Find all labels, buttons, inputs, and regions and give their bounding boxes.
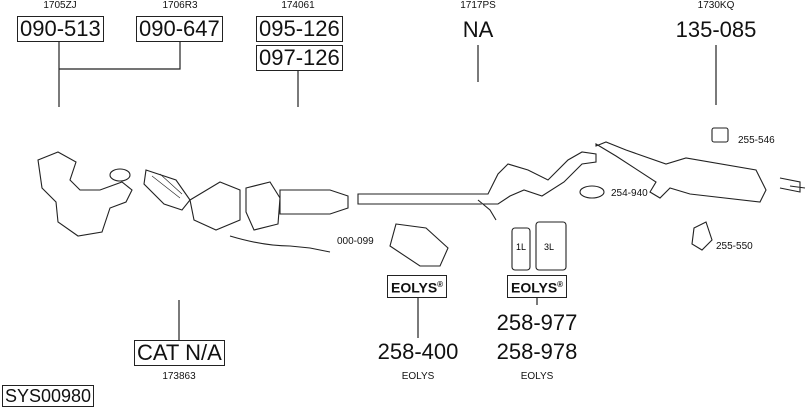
bottle-3l-label: 3L [544, 242, 554, 252]
group-code: 173863 [162, 371, 196, 382]
registered-mark: ® [437, 280, 444, 289]
eolys-brand-box: EOLYS® [507, 275, 568, 298]
part-number[interactable]: 135-085 [675, 17, 757, 42]
group-code: 1705ZJ [43, 0, 77, 11]
brand-text: EOLYS [511, 279, 558, 296]
registered-mark: ® [557, 280, 564, 289]
part-number[interactable]: 258-400 [377, 339, 459, 364]
caption: EOLYS [520, 371, 554, 382]
part-number-box[interactable]: 090-647 [136, 16, 223, 42]
part-number[interactable]: 258-978 [496, 339, 578, 364]
group-code: 174061 [281, 0, 315, 11]
bottle-1l-label: 1L [516, 242, 526, 252]
side-part-label[interactable]: 255-546 [738, 135, 775, 146]
system-id-box: SYS00980 [2, 385, 95, 407]
eolys-brand-box: EOLYS® [387, 275, 448, 298]
cat-na-box: CAT N/A [134, 340, 225, 366]
group-code: 1717PS [460, 0, 496, 11]
side-part-label[interactable]: 000-099 [337, 236, 374, 247]
side-part-label[interactable]: 255-550 [716, 241, 753, 252]
group-code: 1706R3 [162, 0, 198, 11]
caption: EOLYS [401, 371, 435, 382]
part-number-na: NA [462, 17, 494, 42]
side-part-label[interactable]: 254-940 [611, 188, 648, 199]
brand-text: EOLYS [391, 279, 438, 296]
group-code: 1730KQ [697, 0, 735, 11]
part-number-box[interactable]: 097-126 [256, 45, 343, 71]
part-number-box[interactable]: 095-126 [256, 16, 343, 42]
part-number-box[interactable]: 090-513 [17, 16, 104, 42]
part-number[interactable]: 258-977 [496, 310, 578, 335]
